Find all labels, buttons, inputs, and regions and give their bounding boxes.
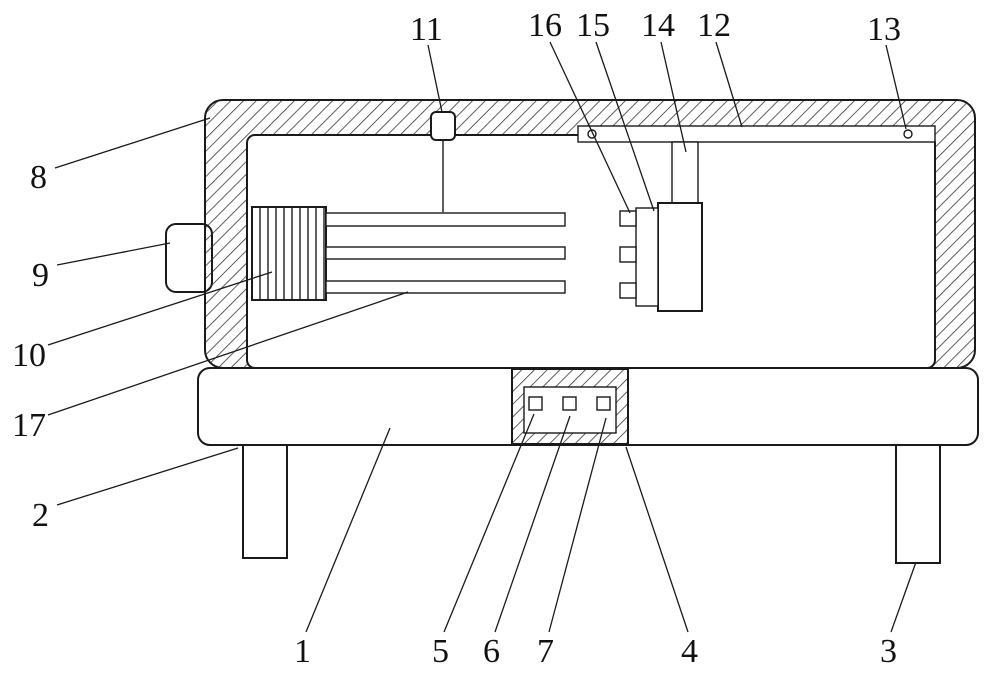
leader-12 (715, 41, 743, 128)
leader-7 (548, 417, 607, 633)
connector-tab-3 (619, 282, 637, 299)
label-1: 1 (294, 633, 311, 670)
connector-body (657, 202, 703, 312)
label-8: 8 (30, 159, 47, 196)
leader-17 (47, 291, 409, 416)
top-plate (577, 125, 936, 143)
leader-15 (595, 41, 655, 212)
leader-4 (625, 446, 689, 633)
label-10: 10 (12, 337, 46, 374)
connector-tab-2 (619, 246, 637, 263)
leader-13 (885, 44, 907, 130)
label-13: 13 (867, 11, 901, 48)
label-2: 2 (32, 497, 49, 534)
rod-1 (325, 212, 566, 227)
leader-6 (494, 415, 571, 633)
label-17: 17 (12, 407, 46, 444)
leader-10 (47, 271, 273, 346)
label-9: 9 (32, 257, 49, 294)
connector-tab-1 (619, 210, 637, 227)
vertical-connector (671, 141, 699, 209)
label-4: 4 (681, 633, 698, 670)
base-block-2 (562, 396, 577, 411)
plate-screw-right (903, 129, 913, 139)
leader-2 (56, 447, 239, 506)
base-block-1 (528, 396, 543, 411)
label-3: 3 (880, 633, 897, 670)
leader-5 (443, 413, 535, 633)
right-leg (895, 444, 941, 564)
leader-16 (549, 41, 631, 214)
label-11: 11 (410, 11, 443, 48)
rod-2 (325, 246, 566, 260)
part-labels: 8 9 10 17 2 11 16 15 14 12 13 1 5 6 7 4 … (12, 7, 901, 670)
leader-lines (47, 41, 917, 633)
leader-11 (427, 44, 443, 113)
rod-3 (325, 280, 566, 294)
connector-strip (635, 207, 659, 307)
leader-14 (660, 41, 687, 153)
base-block-3 (596, 396, 611, 411)
label-7: 7 (537, 633, 554, 670)
coil-block (251, 206, 327, 301)
leader-8 (54, 117, 211, 169)
left-leg (242, 444, 288, 559)
leader-3 (890, 561, 917, 633)
label-5: 5 (432, 633, 449, 670)
label-15: 15 (576, 7, 610, 44)
label-14: 14 (641, 7, 675, 44)
label-6: 6 (483, 633, 500, 670)
top-hanging-unit (430, 111, 456, 141)
label-16: 16 (528, 7, 562, 44)
leader-1 (305, 427, 391, 633)
leader-9 (56, 242, 171, 266)
label-12: 12 (697, 7, 731, 44)
